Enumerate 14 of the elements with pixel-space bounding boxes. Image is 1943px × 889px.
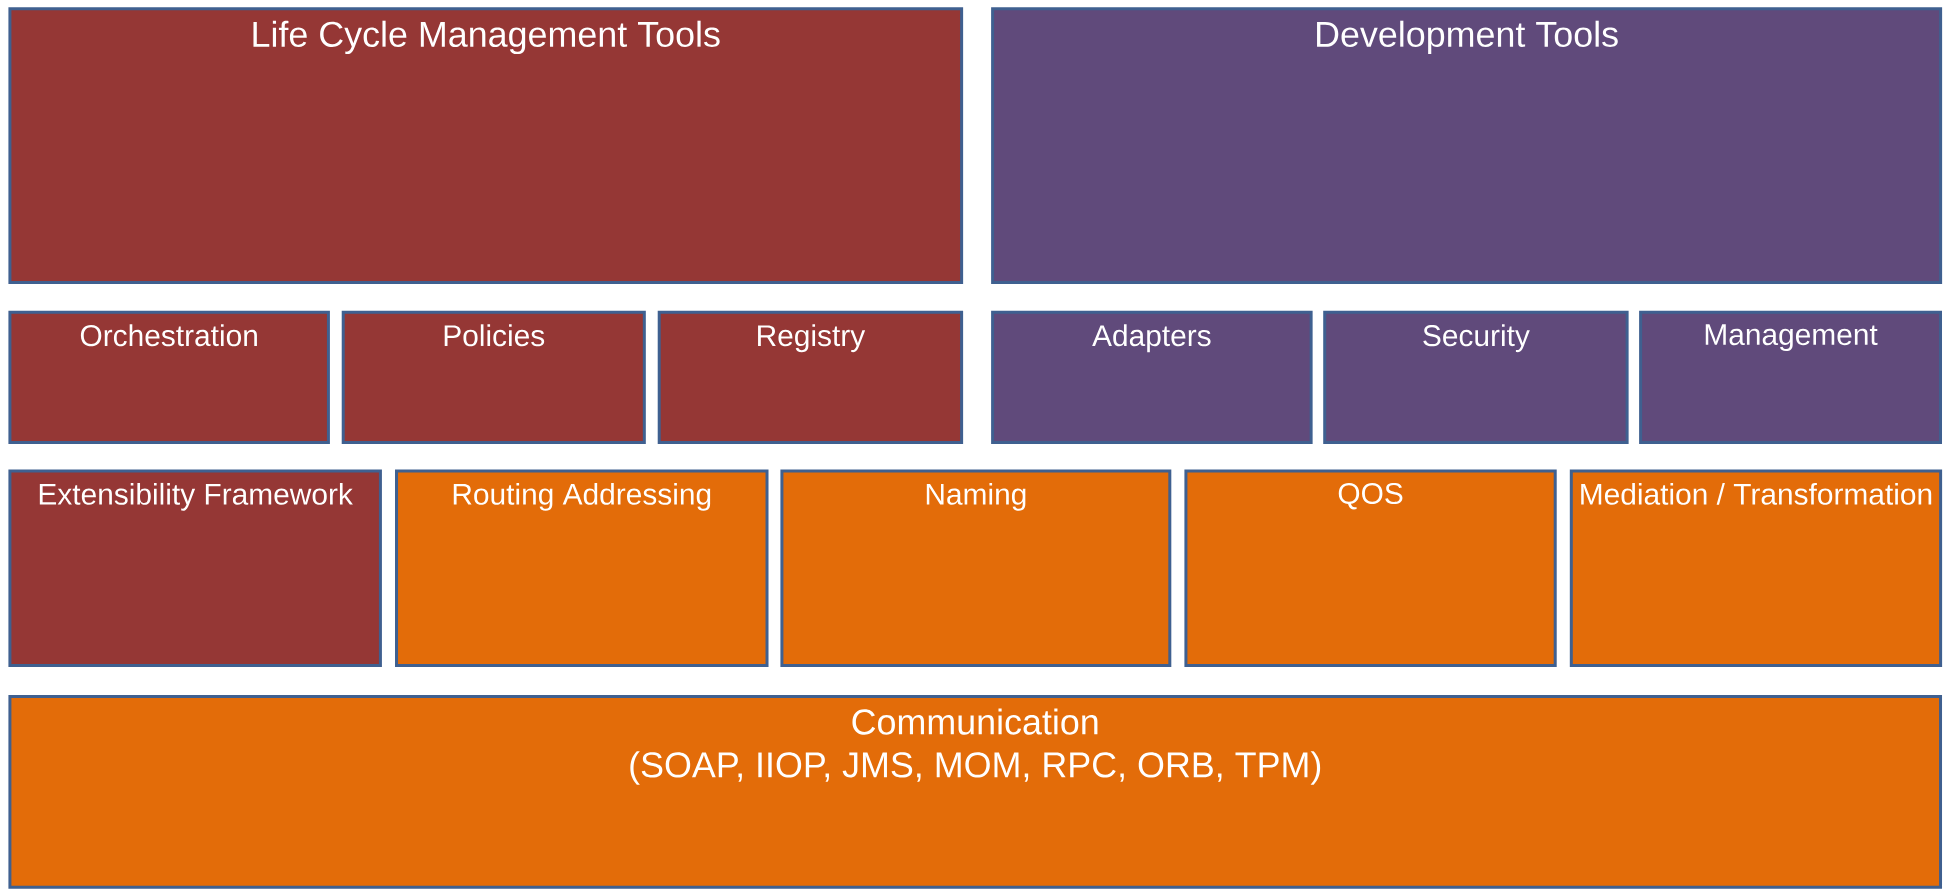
layer-box: Communication (SOAP, IIOP, JMS, MOM, RPC, ORB, TPM) xyxy=(8,694,1943,889)
layer-box: Routing Addressing xyxy=(395,469,769,667)
layer-box: Mediation / Transformation xyxy=(1569,469,1943,667)
layer-box: Management xyxy=(1639,310,1942,444)
layer-box: Naming xyxy=(780,469,1172,667)
layer-box: Policies xyxy=(341,310,646,444)
layer-box: Development Tools xyxy=(991,7,1943,285)
layer-box: Security xyxy=(1323,310,1629,444)
layer-box: QOS xyxy=(1184,469,1557,667)
layer-box: Orchestration xyxy=(8,310,330,444)
layer-box: Registry xyxy=(657,310,964,444)
layer-box: Adapters xyxy=(991,310,1313,444)
layer-box: Extensibility Framework xyxy=(8,469,382,667)
layer-box: Life Cycle Management Tools xyxy=(8,7,964,285)
